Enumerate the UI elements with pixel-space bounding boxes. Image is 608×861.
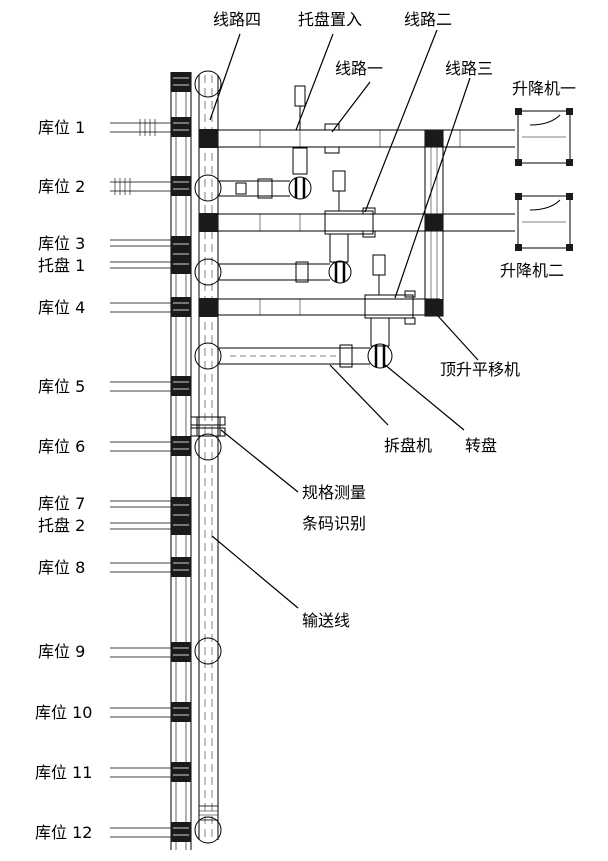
label-tray-2: 托盘 2 bbox=[38, 516, 86, 535]
main-line-transfer-blocks bbox=[199, 129, 218, 317]
main-conveyor bbox=[198, 75, 219, 840]
route-two-conveyor bbox=[218, 170, 515, 263]
branch-b bbox=[218, 260, 352, 284]
label-slot-5: 库位 5 bbox=[38, 377, 86, 396]
label-spec-measure: 规格测量 bbox=[302, 483, 367, 502]
label-slot-8: 库位 8 bbox=[38, 558, 86, 577]
label-slot-11: 库位 11 bbox=[35, 763, 93, 782]
branch-a bbox=[218, 176, 312, 200]
label-jack-transfer: 顶升平移机 bbox=[440, 360, 521, 379]
route-three-conveyor bbox=[218, 254, 440, 347]
label-lift-two: 升降机二 bbox=[500, 261, 565, 280]
label-slot-9: 库位 9 bbox=[38, 642, 86, 661]
jack-transfer-column bbox=[424, 129, 444, 317]
storage-slot-lines bbox=[110, 122, 171, 838]
label-slot-6: 库位 6 bbox=[38, 437, 86, 456]
leader-lines bbox=[209, 29, 479, 609]
label-lift-one: 升降机一 bbox=[512, 79, 577, 98]
label-route-two: 线路二 bbox=[404, 10, 453, 29]
label-barcode: 条码识别 bbox=[302, 514, 367, 533]
label-unstacker: 拆盘机 bbox=[384, 436, 433, 455]
label-slot-10: 库位 10 bbox=[35, 703, 93, 722]
label-slot-4: 库位 4 bbox=[38, 298, 86, 317]
rack-module-stripes bbox=[173, 77, 189, 836]
label-slot-1: 库位 1 bbox=[38, 118, 86, 137]
label-slot-2: 库位 2 bbox=[38, 177, 86, 196]
rack-modules bbox=[171, 72, 191, 842]
label-slot-12: 库位 12 bbox=[35, 823, 93, 842]
label-slot-7: 库位 7 bbox=[38, 494, 86, 513]
measure-gate bbox=[190, 416, 226, 437]
main-turntables bbox=[194, 70, 222, 844]
label-tray-insert: 托盘置入 bbox=[298, 10, 363, 29]
label-conveyor: 输送线 bbox=[302, 611, 351, 630]
lift-two bbox=[515, 193, 573, 251]
route-one-conveyor bbox=[218, 85, 515, 175]
label-slot-3: 库位 3 bbox=[38, 234, 86, 253]
lift-one bbox=[515, 108, 573, 166]
label-route-three: 线路三 bbox=[445, 59, 494, 78]
slot-ticks bbox=[114, 119, 156, 195]
label-tray-1: 托盘 1 bbox=[38, 256, 86, 275]
label-turntable: 转盘 bbox=[465, 436, 498, 455]
label-route-one: 线路一 bbox=[335, 59, 384, 78]
unstacker-line bbox=[218, 343, 393, 369]
label-route-four: 线路四 bbox=[213, 10, 262, 29]
